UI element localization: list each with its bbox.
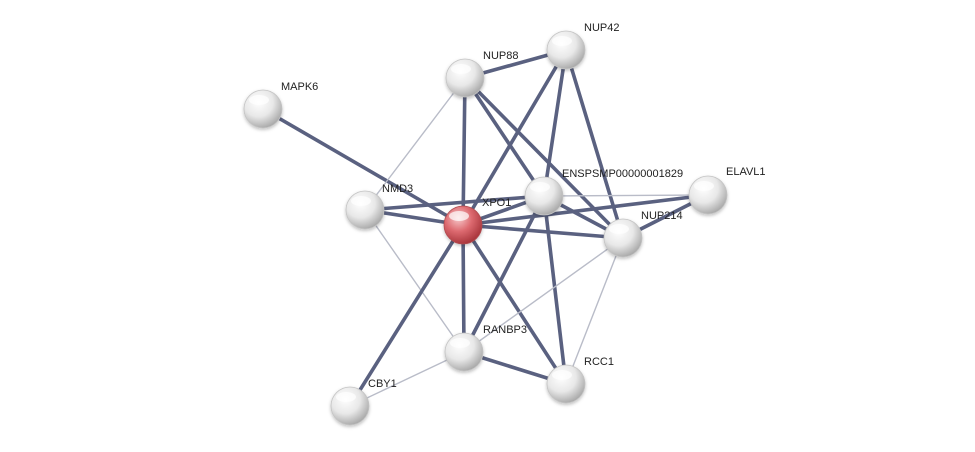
node-highlight-elavl1 (694, 181, 714, 191)
node-highlight-cby1 (336, 392, 356, 402)
node-label-nmd3: NMD3 (382, 183, 413, 195)
node-ranbp3[interactable]: RANBP3 (444, 324, 527, 372)
edge-nup88-nup214[interactable] (463, 76, 625, 240)
node-nup214[interactable]: NUP214 (603, 210, 683, 258)
node-nup42[interactable]: NUP42 (546, 22, 619, 70)
edge-xpo1-nup214[interactable] (461, 223, 625, 240)
edge-nup88-nmd3[interactable] (364, 77, 466, 211)
node-highlight-nup214 (609, 224, 629, 234)
edge-nup42-xpo1[interactable] (461, 48, 568, 227)
node-label-xpo1: XPO1 (482, 197, 511, 209)
edge-xpo1-elavl1[interactable] (461, 193, 710, 227)
node-nup88[interactable]: NUP88 (445, 50, 518, 98)
edge-xpo1-cby1[interactable] (348, 223, 465, 408)
edge-nup88-enspsmp[interactable] (463, 76, 546, 198)
node-cby1[interactable]: CBY1 (330, 378, 397, 426)
node-highlight-nup42 (552, 36, 572, 46)
node-label-rcc1: RCC1 (584, 356, 614, 368)
edge-nup88-xpo1[interactable] (461, 76, 467, 227)
edge-nmd3-ranbp3[interactable] (364, 209, 465, 353)
edge-nmd3-enspsmp[interactable] (363, 194, 546, 212)
edge-enspsmp-ranbp3[interactable] (462, 194, 546, 354)
node-highlight-ranbp3 (450, 338, 470, 348)
node-nmd3[interactable]: NMD3 (345, 183, 413, 230)
node-highlight-rcc1 (552, 370, 572, 380)
node-label-ranbp3: RANBP3 (483, 324, 527, 336)
node-rcc1[interactable]: RCC1 (546, 356, 614, 404)
node-enspsmp[interactable]: ENSPSMP00000001829 (524, 168, 683, 216)
edge-nup214-rcc1[interactable] (565, 237, 624, 385)
node-mapk6[interactable]: MAPK6 (243, 81, 318, 129)
node-elavl1[interactable]: ELAVL1 (688, 166, 766, 215)
node-highlight-nmd3 (351, 196, 371, 206)
edge-nup214-ranbp3[interactable] (463, 237, 624, 353)
node-label-cby1: CBY1 (368, 378, 397, 390)
edge-ranbp3-cby1[interactable] (349, 351, 465, 407)
edge-xpo1-rcc1[interactable] (461, 223, 568, 386)
node-xpo1[interactable]: XPO1 (443, 197, 511, 245)
node-label-nup88: NUP88 (483, 50, 518, 62)
node-label-mapk6: MAPK6 (281, 81, 318, 93)
node-label-enspsmp: ENSPSMP00000001829 (562, 168, 683, 180)
node-highlight-mapk6 (249, 95, 269, 105)
node-label-elavl1: ELAVL1 (726, 166, 766, 178)
node-highlight-enspsmp (530, 182, 550, 192)
edge-enspsmp-elavl1[interactable] (543, 194, 709, 197)
edges-layer (261, 48, 710, 408)
edge-enspsmp-rcc1[interactable] (542, 194, 568, 386)
node-highlight-xpo1 (449, 211, 469, 221)
edge-xpo1-ranbp3[interactable] (461, 223, 466, 354)
node-label-nup214: NUP214 (641, 210, 683, 222)
node-label-nup42: NUP42 (584, 22, 619, 34)
node-highlight-nup88 (451, 64, 471, 74)
edge-nup42-enspsmp[interactable] (542, 48, 568, 198)
